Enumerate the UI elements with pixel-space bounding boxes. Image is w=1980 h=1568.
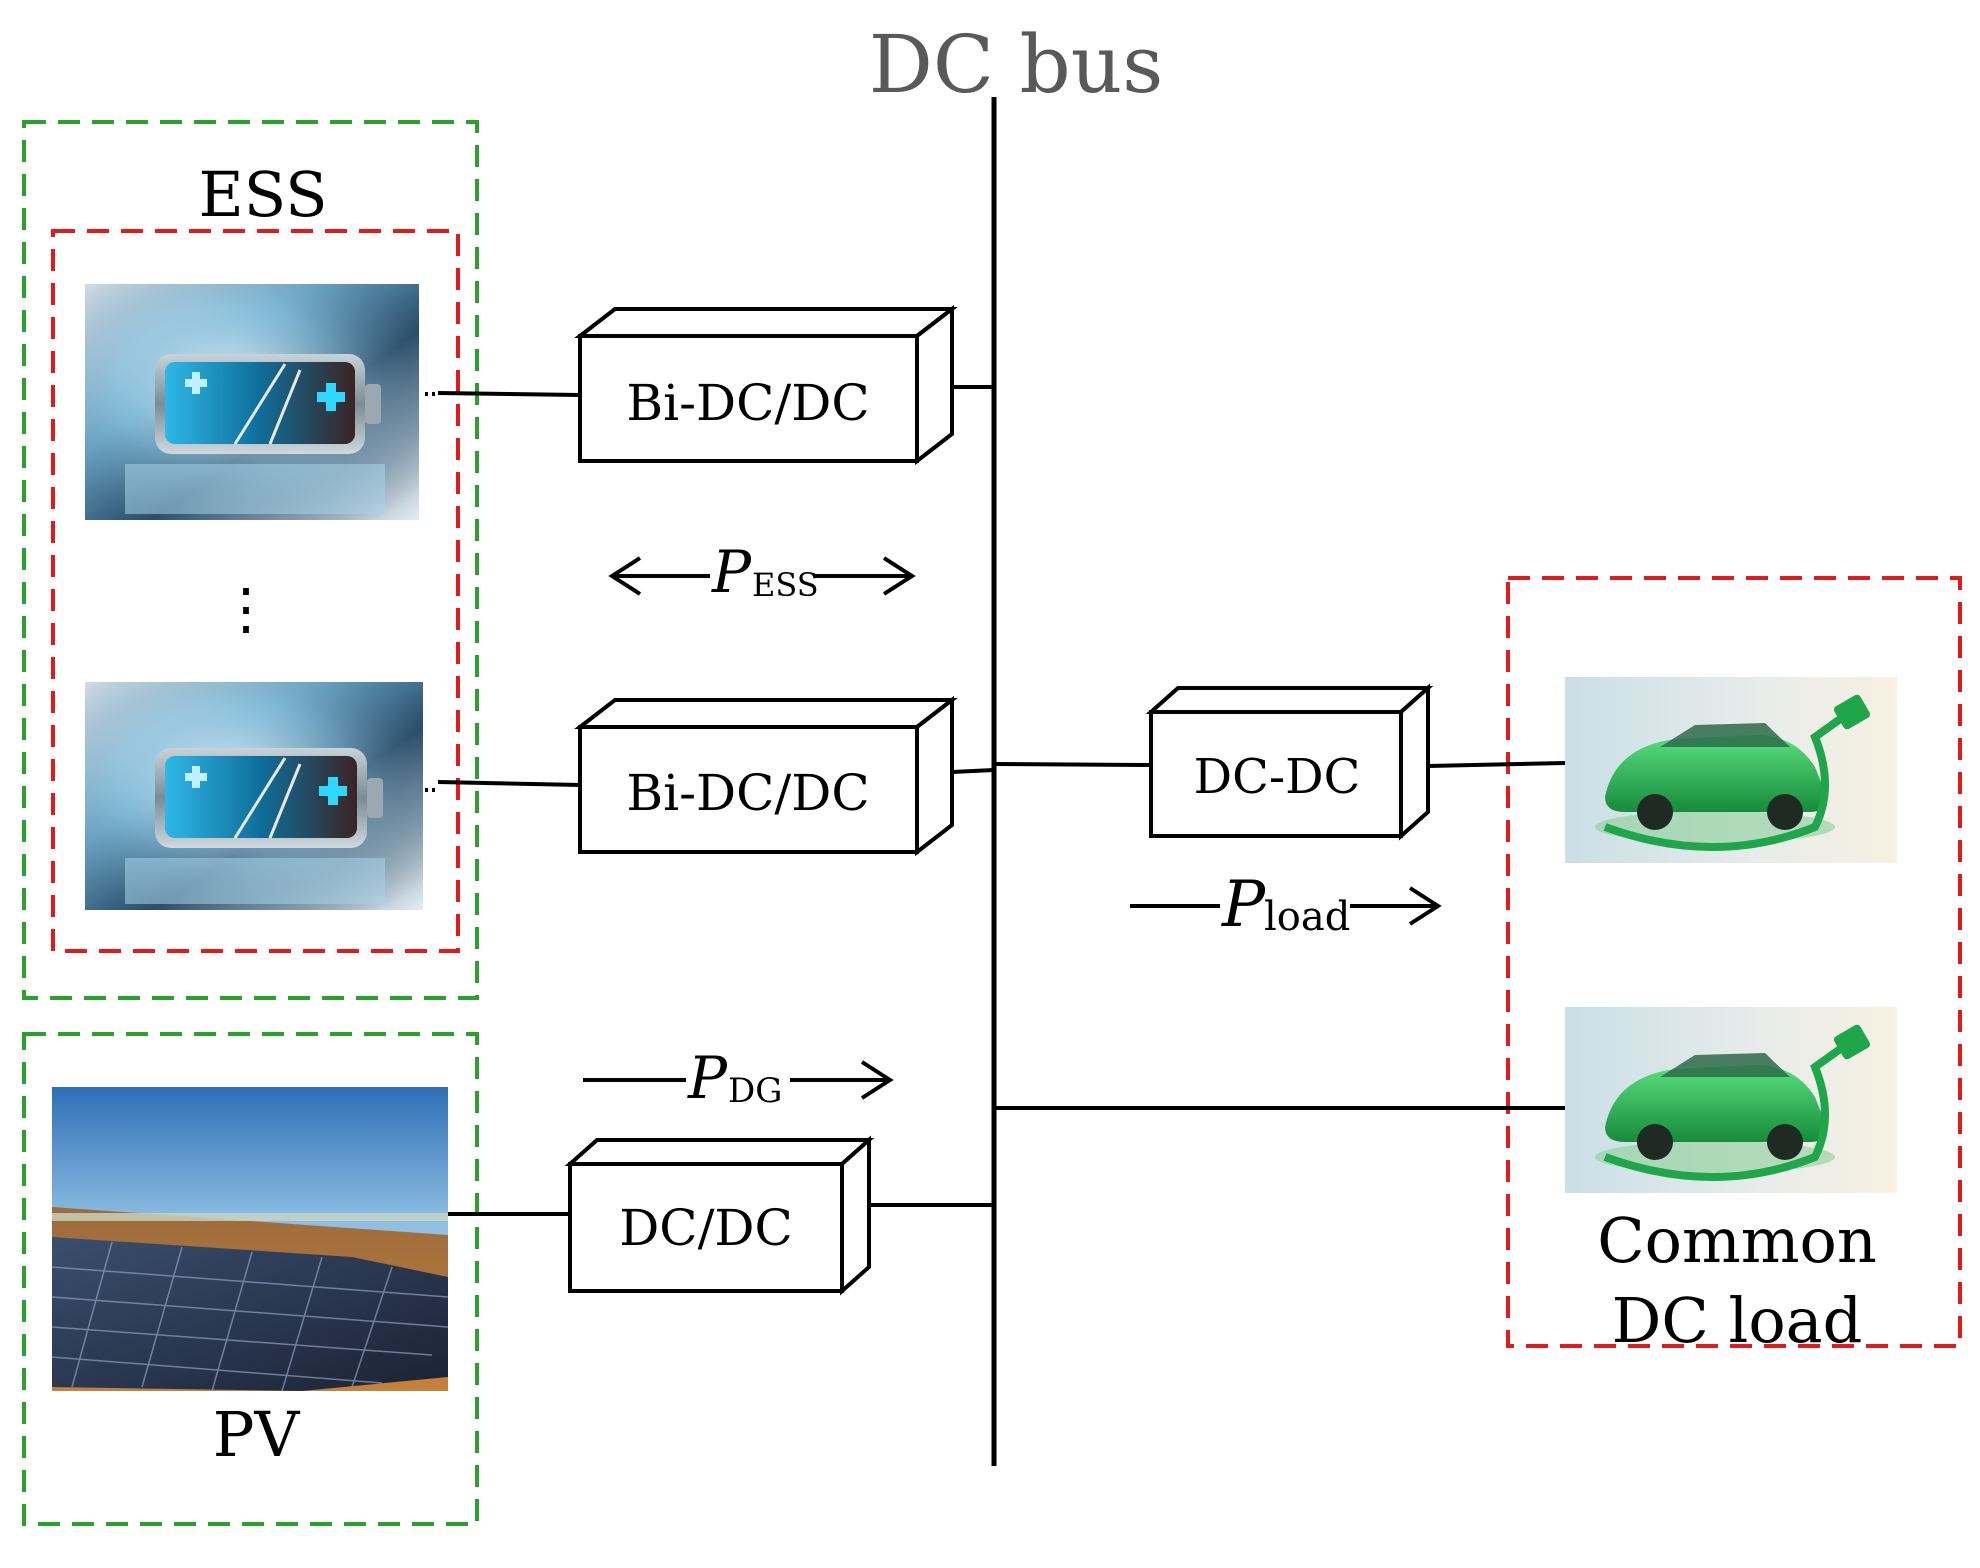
ess-power-subscript: ESS — [752, 566, 819, 604]
load-label-line2: DC load — [1612, 1284, 1863, 1357]
bi-dcdc-converter-top: Bi-DC/DC — [574, 304, 958, 466]
dc-bus-label: DC bus — [869, 18, 1164, 111]
dcdc-load-label: DC-DC — [1194, 749, 1361, 805]
dcdc-pv-converter: DC/DC — [564, 1135, 875, 1296]
load-label-line1: Common — [1597, 1204, 1877, 1277]
electric-car-icon — [1565, 1007, 1897, 1193]
pv-group-frame — [22, 1032, 479, 1526]
bi-dcdc-converter-bottom: Bi-DC/DC — [574, 695, 958, 857]
ess-power-flow: P ESS — [608, 538, 916, 606]
load-group-frame — [1506, 576, 1962, 1348]
ess-group-frame — [22, 120, 479, 1000]
dg-power-symbol: P — [687, 1044, 728, 1112]
solar-panel-icon — [51, 1087, 449, 1392]
electric-car-icon — [1565, 677, 1897, 863]
pv-label: PV — [213, 1398, 301, 1471]
load-power-symbol: P — [1221, 868, 1266, 942]
bi-dcdc-top-label: Bi-DC/DC — [626, 374, 869, 432]
battery-icon — [85, 682, 423, 910]
load-power-flow: P load — [1130, 868, 1442, 942]
battery-ellipsis: ⋮ — [218, 577, 274, 642]
dg-power-flow: P DG — [583, 1044, 894, 1112]
dg-power-subscript: DG — [728, 1071, 782, 1111]
dcdc-load-converter: DC-DC — [1145, 683, 1434, 841]
ess-power-symbol: P — [711, 538, 752, 606]
bi-dcdc-bottom-label: Bi-DC/DC — [626, 764, 869, 822]
dcdc-pv-label: DC/DC — [619, 1199, 793, 1257]
battery-icon — [85, 284, 419, 520]
load-power-subscript: load — [1264, 894, 1350, 940]
ess-label: ESS — [198, 158, 327, 231]
ess-battery-frame — [51, 229, 460, 953]
connection-wires — [425, 385, 1566, 1216]
